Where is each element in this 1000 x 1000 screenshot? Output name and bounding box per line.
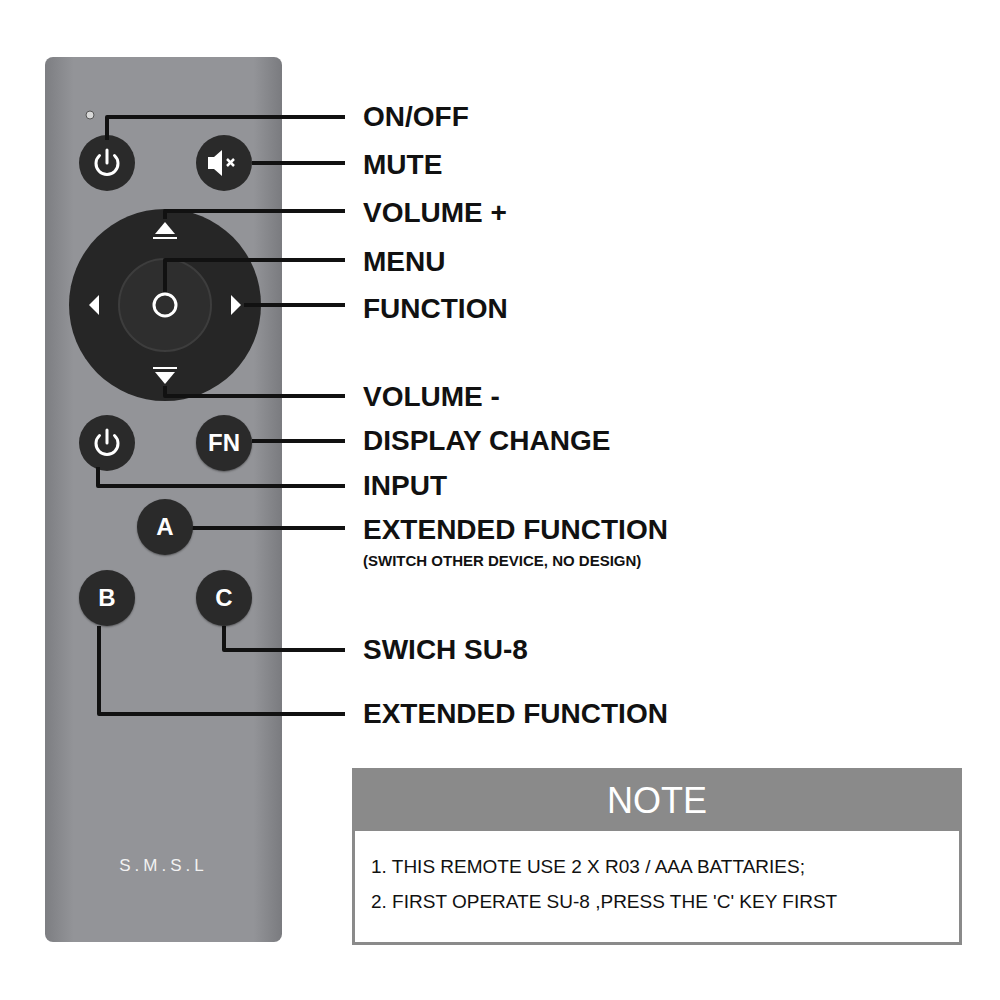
leader-line [252, 439, 345, 443]
note-line: 1. THIS REMOTE USE 2 X R03 / AAA BATTARI… [355, 849, 959, 884]
button-function-label: VOLUME + [363, 199, 507, 227]
leader-line [252, 161, 345, 165]
note-line: 2. FIRST OPERATE SU-8 ,PRESS THE 'C' KEY… [355, 884, 959, 919]
button-function-label: SWICH SU-8 [363, 636, 528, 664]
remote-button: C [196, 570, 252, 626]
function-note: (SWITCH OTHER DEVICE, NO DESIGN) [363, 553, 641, 568]
leader-lines [98, 117, 345, 714]
button-function-label: DISPLAY CHANGE [363, 427, 610, 455]
leader-line [107, 117, 345, 140]
power-button [79, 135, 135, 191]
leader-line [165, 211, 345, 219]
button-label: B [98, 586, 115, 610]
button-function-label: ON/OFF [363, 103, 469, 131]
remote-button: B [79, 570, 135, 626]
mute-button [196, 135, 252, 191]
button-function-label: INPUT [363, 472, 447, 500]
button-function-label: FUNCTION [363, 295, 508, 323]
button-label: C [215, 586, 232, 610]
input-button [79, 415, 135, 471]
leader-line [99, 626, 345, 714]
leader-line [244, 303, 345, 307]
note-heading: NOTE [355, 771, 959, 831]
leader-line [192, 526, 345, 530]
button-function-label: MUTE [363, 151, 442, 179]
remote-body [45, 57, 282, 942]
leader-line [165, 260, 345, 292]
led-dot [86, 111, 94, 119]
leader-line [224, 626, 345, 650]
button-function-label: EXTENDED FUNCTION [363, 700, 668, 728]
button-label: A [156, 515, 173, 539]
note-box: NOTE 1. THIS REMOTE USE 2 X R03 / AAA BAT… [352, 768, 962, 945]
remote-button: A [137, 499, 193, 555]
brand-logo: S.M.S.L [45, 857, 282, 874]
button-function-label: MENU [363, 248, 445, 276]
remote-control: FN A B C S.M.S.L [45, 57, 282, 942]
remote-button: FN [196, 415, 252, 471]
button-label: FN [208, 431, 240, 455]
direction-pad [69, 209, 261, 401]
leader-line [165, 386, 345, 396]
button-function-label: EXTENDED FUNCTION [363, 516, 668, 544]
button-function-label: VOLUME - [363, 383, 500, 411]
